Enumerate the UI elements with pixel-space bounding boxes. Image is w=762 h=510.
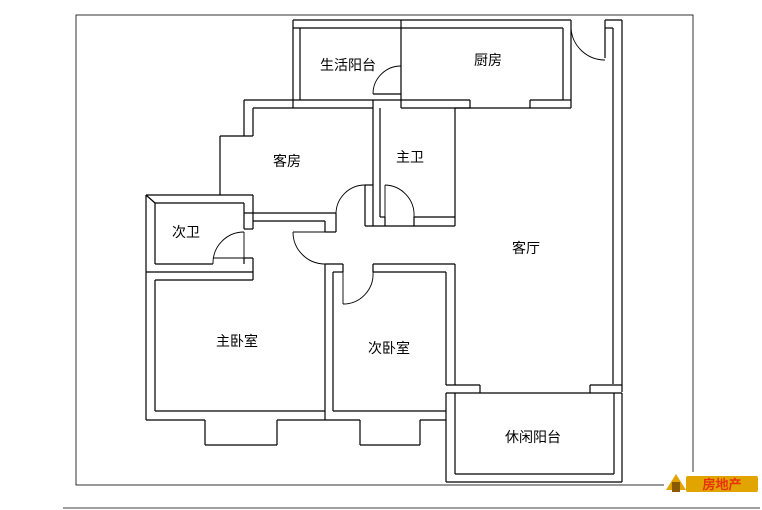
leisure-balcony-walls	[445, 384, 623, 483]
entrance-door	[570, 19, 622, 61]
label-leisure-balcony: 休闲阳台	[505, 430, 561, 446]
label-guest-room: 客房	[273, 153, 301, 170]
label-living-room: 客厅	[512, 240, 540, 257]
corridor-door-swing	[292, 231, 326, 265]
plan-frame	[75, 14, 694, 486]
label-master-bedroom: 主卧室	[216, 333, 258, 350]
balcony-door-swing	[372, 65, 402, 95]
label-kitchen: 厨房	[474, 53, 502, 69]
corridor-walls	[244, 212, 337, 233]
second-bath-door-swing	[212, 231, 245, 265]
second-bath-walls	[145, 194, 254, 273]
label-utility-balcony: 生活阳台	[320, 58, 376, 74]
east-walls	[612, 20, 623, 392]
guest-room-walls	[219, 99, 471, 227]
second-bedroom-door-swing	[342, 271, 374, 305]
top-block-walls	[292, 19, 572, 109]
watermark-logo: 房地产	[664, 472, 760, 496]
master-bath-door-swing	[384, 184, 415, 218]
watermark-text: 房地产	[702, 477, 741, 493]
guest-room-door-swing	[335, 184, 366, 214]
label-second-bedroom: 次卧室	[368, 340, 410, 357]
second-bedroom-walls	[333, 263, 456, 446]
master-bedroom-walls	[145, 263, 360, 446]
label-master-bath: 主卫	[396, 150, 424, 166]
label-second-bath: 次卫	[172, 225, 200, 241]
